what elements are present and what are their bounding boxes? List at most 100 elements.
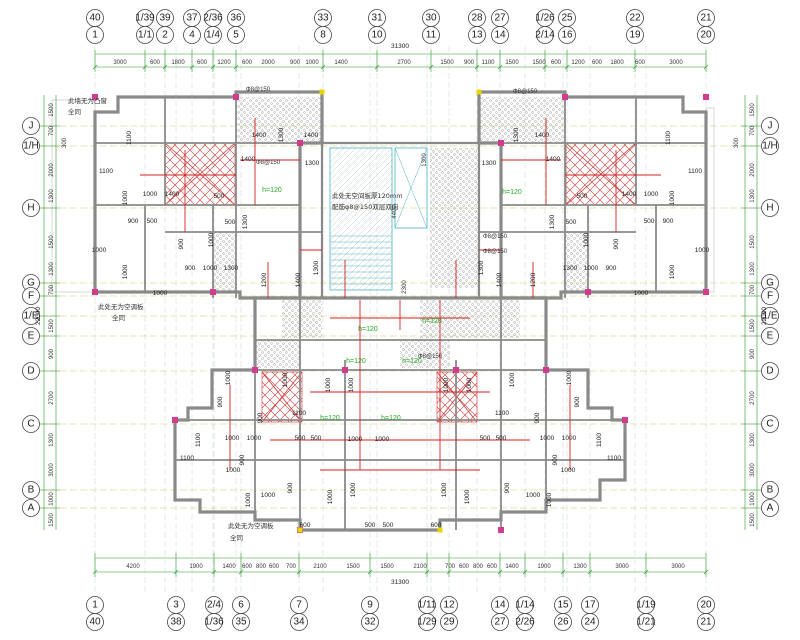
axis-bubble bbox=[637, 613, 655, 631]
axis-label: G bbox=[27, 278, 35, 289]
room-dimension-label: 1400 bbox=[252, 132, 267, 139]
axis-label: H bbox=[766, 203, 773, 214]
room-dimension-label: 1000 bbox=[644, 191, 659, 198]
overall-dimension-top: 31300 bbox=[391, 43, 409, 50]
axis-bubble bbox=[626, 26, 644, 44]
axis-bubble bbox=[22, 362, 40, 380]
axis-bubble bbox=[422, 26, 440, 44]
slab-thickness-label: h=120 bbox=[346, 358, 366, 365]
axis-bubble bbox=[554, 613, 572, 631]
room-dimension-label: 1000 bbox=[226, 467, 241, 474]
room-dimension-label: 1300 bbox=[482, 160, 497, 167]
room-dimension-label: 900 bbox=[178, 238, 185, 249]
column bbox=[703, 94, 709, 100]
column bbox=[562, 94, 568, 100]
room-dimension-label: 1000 bbox=[122, 264, 129, 279]
column bbox=[210, 289, 216, 295]
axis-label: 1/29 bbox=[417, 617, 437, 628]
axis-bubble bbox=[22, 137, 40, 155]
dimension-label: 1500 bbox=[750, 513, 756, 527]
room-dimension-label: 1400 bbox=[535, 132, 550, 139]
axis-label: 2/14 bbox=[535, 30, 555, 41]
room-dimension-label: 1300 bbox=[242, 214, 249, 229]
axis-label: 1/E bbox=[762, 311, 777, 322]
axis-bubble bbox=[205, 613, 223, 631]
dimension-label: 700 bbox=[445, 564, 456, 570]
note-ac-board-bottom: 此处无为空调板 bbox=[228, 521, 274, 530]
column bbox=[453, 367, 459, 373]
dimension-label: 2700 bbox=[397, 60, 411, 66]
dimension-label: 3000 bbox=[750, 463, 756, 477]
dimension-label: 1500 bbox=[49, 103, 55, 117]
column-marker bbox=[437, 527, 443, 533]
room-dimension-label: 1000 bbox=[695, 247, 710, 254]
room-dimension-label: 1000 bbox=[561, 467, 576, 474]
axis-label: B bbox=[28, 485, 35, 496]
axis-label: D bbox=[27, 366, 34, 377]
dimension-label: 1100 bbox=[482, 60, 496, 66]
room-dimension-label: 1000 bbox=[143, 191, 158, 198]
axis-label: 1/H bbox=[23, 141, 39, 152]
dimension-label: 1500 bbox=[49, 235, 55, 249]
room-dimension-label: 1000 bbox=[526, 492, 541, 499]
room-dimension-label: 1200 bbox=[530, 272, 537, 287]
dimension-label: 700 bbox=[286, 564, 297, 570]
dimension-label: 3000 bbox=[49, 463, 55, 477]
dimension-label: 1500 bbox=[532, 60, 546, 66]
axis-label: 2/26 bbox=[515, 617, 535, 628]
dimension-label: 1300 bbox=[750, 433, 756, 447]
axis-label: 8 bbox=[320, 30, 326, 41]
room-dimension-label: 1000 bbox=[153, 290, 168, 297]
axis-label: 22 bbox=[629, 13, 641, 24]
axis-label: D bbox=[766, 366, 773, 377]
column bbox=[498, 140, 504, 146]
core-dimension: 1300 bbox=[422, 153, 428, 167]
axis-label: 1/1 bbox=[138, 30, 152, 41]
dimension-label: 2100 bbox=[313, 564, 327, 570]
axis-label: 9 bbox=[367, 600, 373, 611]
axis-bubble bbox=[314, 26, 332, 44]
room-dimension-label: 1000 bbox=[92, 247, 107, 254]
axis-bubble bbox=[22, 415, 40, 433]
axis-bubble bbox=[761, 287, 779, 305]
axis-bubble bbox=[761, 137, 779, 155]
room-dimension-label: 1000 bbox=[350, 482, 357, 497]
room-dimension-label: 1100 bbox=[126, 131, 133, 145]
axis-label: 34 bbox=[293, 617, 305, 628]
axis-label: 1/14 bbox=[515, 600, 535, 611]
axis-label: 40 bbox=[89, 13, 101, 24]
dimension-label: 600 bbox=[242, 564, 253, 570]
dimension-label: 1800 bbox=[171, 60, 185, 66]
room-dimension-label: 1100 bbox=[99, 168, 113, 175]
overall-dimension-bottom: 31300 bbox=[391, 579, 409, 586]
axis-bubble bbox=[361, 613, 379, 631]
dimension-label: 800 bbox=[473, 564, 484, 570]
room-dimension-label: 1000 bbox=[443, 377, 450, 392]
dimension-label: 1300 bbox=[49, 189, 55, 203]
axis-label: 1/21 bbox=[636, 617, 656, 628]
axis-label: 11 bbox=[426, 30, 437, 41]
dimension-label: 600 bbox=[592, 60, 603, 66]
column bbox=[172, 417, 178, 423]
room-dimension-label: 1000 bbox=[203, 265, 218, 272]
note-bay-window-same: 全同 bbox=[68, 107, 81, 116]
axis-bubble bbox=[290, 613, 308, 631]
rebar-spec-label: Φ8@150 bbox=[256, 160, 281, 166]
axis-bubble bbox=[204, 26, 222, 44]
dimension-label: 600 bbox=[635, 60, 646, 66]
room-dimension-label: 900 bbox=[128, 218, 139, 225]
slab-thickness-label: h=120 bbox=[402, 358, 422, 365]
axis-label: 16 bbox=[561, 30, 573, 41]
axis-bubble bbox=[581, 613, 599, 631]
column bbox=[585, 289, 591, 295]
dimension-label: 2700 bbox=[750, 391, 756, 405]
room-dimension-label: 1100 bbox=[292, 410, 306, 417]
axis-label: 1/E bbox=[23, 311, 38, 322]
dimension-label: 2100 bbox=[413, 564, 427, 570]
axis-label: C bbox=[27, 419, 34, 430]
axis-label: E bbox=[767, 331, 774, 342]
axis-label: A bbox=[28, 503, 35, 514]
axis-bubble bbox=[86, 613, 104, 631]
axis-bubble bbox=[183, 26, 201, 44]
